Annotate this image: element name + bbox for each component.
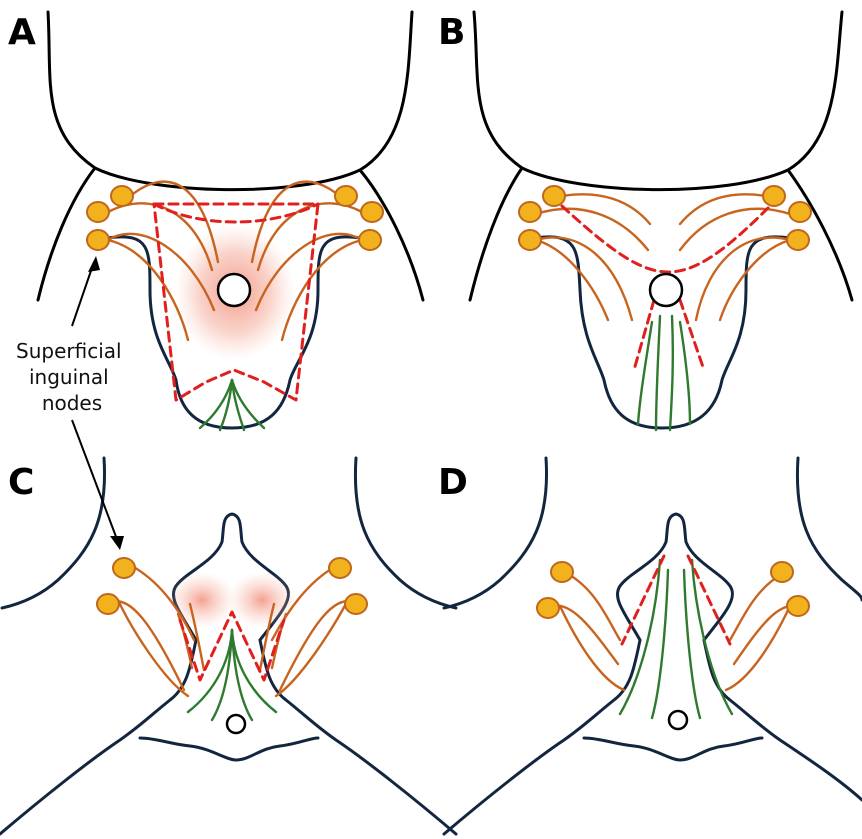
thigh-outline [444,458,862,834]
inguinal-nodes-right [335,186,383,250]
callout-superficial-inguinal-nodes: Superficial inguinal nodes [16,256,128,550]
perineum-outline [140,738,318,760]
drainage-lines [620,560,732,718]
perineum-outline [584,738,762,760]
panel-label-c: C [8,462,34,503]
callout-line-1: Superficial [16,339,122,363]
callout-label: Superficial inguinal nodes [16,339,128,415]
panel-label-a: A [8,12,36,53]
anus [227,715,245,733]
lymphatic-vessels [552,574,798,690]
callout-arrow-down [72,420,124,550]
vaginal-opening [218,274,250,306]
panel-c: C [0,458,456,834]
callout-line-2: inguinal [29,365,109,389]
panel-d: D [438,458,862,834]
vaginal-opening [650,274,682,306]
drainage-lines [200,380,264,430]
inguinal-nodes-right [771,562,809,616]
panel-b: B [438,12,852,430]
callout-arrow-up [72,256,100,326]
torso-outline [470,12,852,300]
panel-label-b: B [438,12,465,53]
vulva-outline [617,514,732,640]
incision-arc [154,204,318,222]
anus [669,711,687,729]
incision-line-right [680,300,704,370]
inflammation-glow-right [228,572,296,628]
inguinal-nodes-left [519,186,565,250]
panel-label-d: D [438,462,468,503]
incision-line-left [622,556,664,644]
incision-arc [562,206,770,272]
callout-line-3: nodes [42,391,102,415]
inflammation-glow-left [168,572,236,628]
